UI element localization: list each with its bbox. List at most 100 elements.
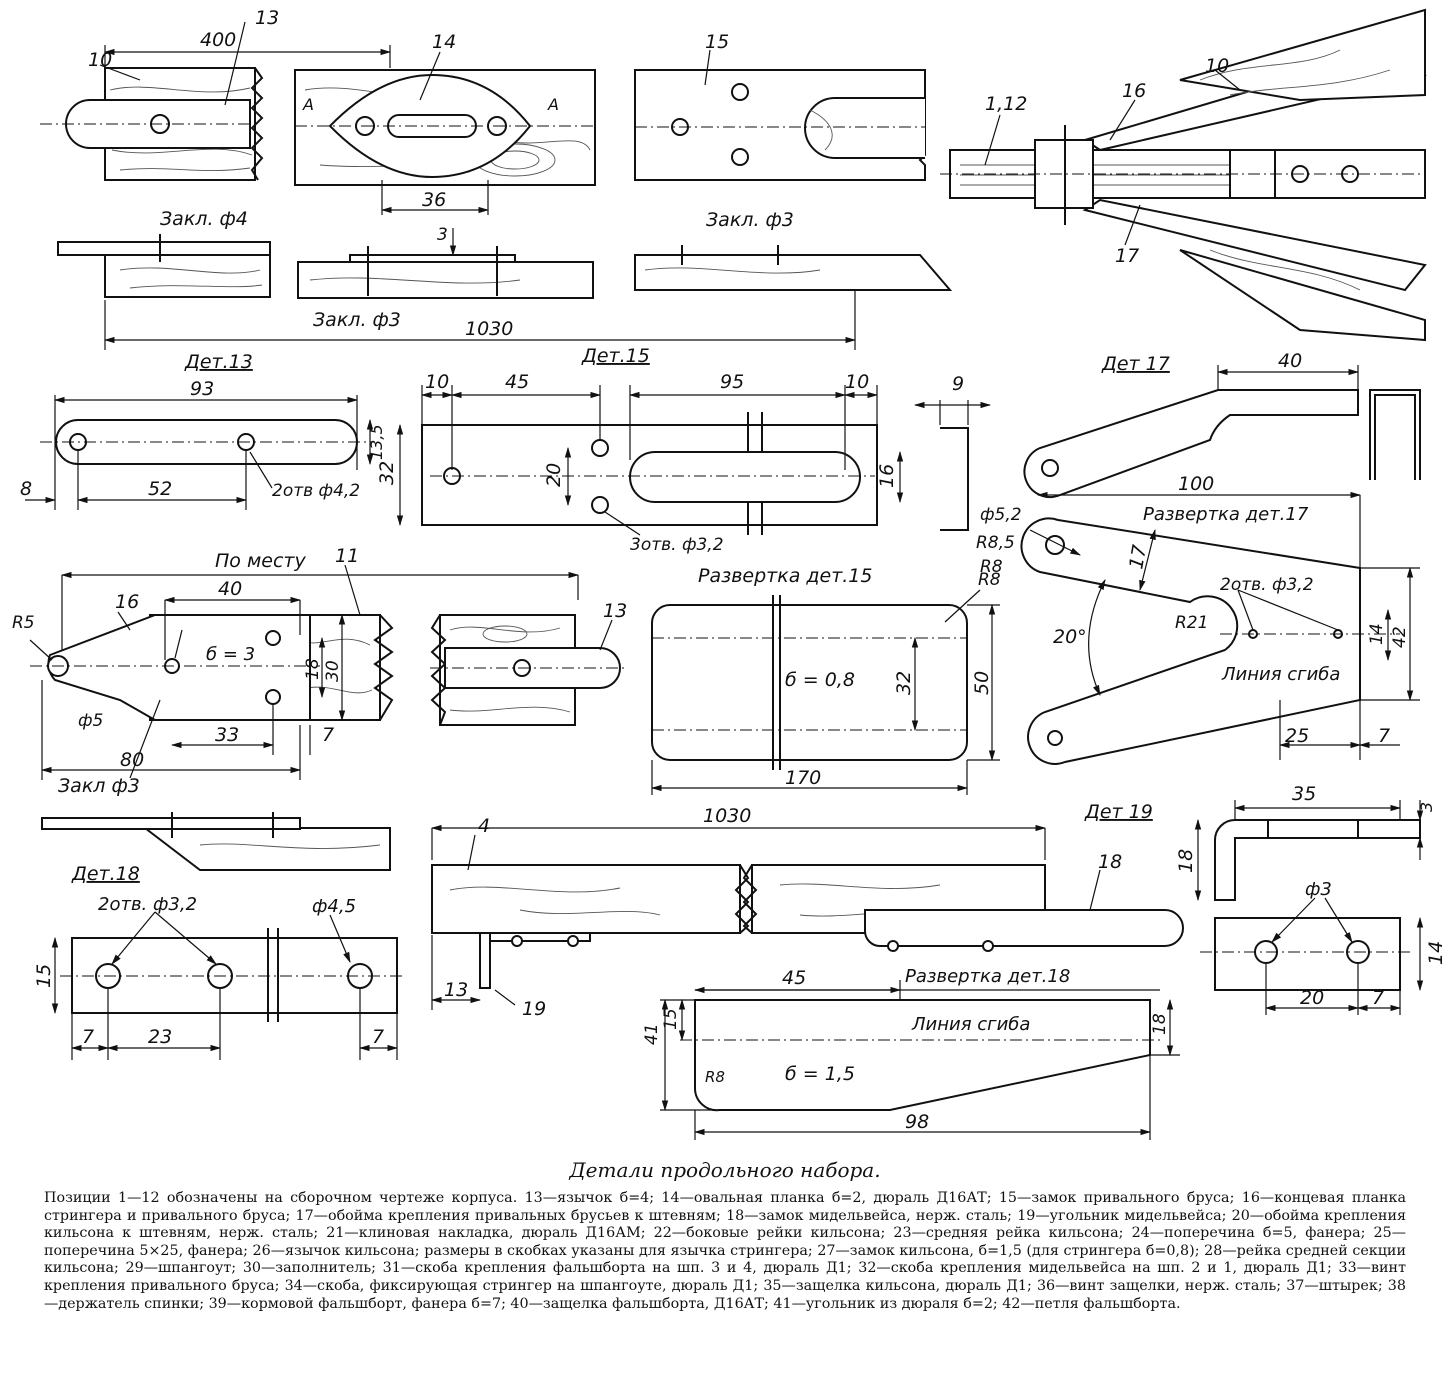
razv17-title: Развертка дет.17 xyxy=(1143,504,1309,525)
dim-13-5: 13,5 xyxy=(367,424,386,460)
dim-93: 93 xyxy=(190,378,214,400)
dim-16: 16 xyxy=(876,464,898,488)
dim-9: 9 xyxy=(952,373,964,395)
dim-52: 52 xyxy=(148,478,172,500)
dim-98: 98 xyxy=(905,1111,929,1133)
dim-40-plate16: 40 xyxy=(218,578,242,600)
zakl4-label: Закл. ф4 xyxy=(160,208,248,230)
dim-50: 50 xyxy=(971,671,993,695)
technical-drawing: 400 13 10 Закл. ф4 14 36 A A 3 Закл. xyxy=(12,7,1447,1140)
oval-plate-view xyxy=(294,51,596,215)
det13-title: Дет.13 xyxy=(184,351,253,373)
part-15-label: 15 xyxy=(705,31,729,53)
part-10-label: 10 xyxy=(88,49,112,71)
dim-32-razv15: 32 xyxy=(893,671,915,695)
dim-45: 45 xyxy=(505,371,529,393)
r21-label: R21 xyxy=(1175,613,1208,633)
dim-41: 41 xyxy=(642,1023,662,1045)
part-10-label-b: 10 xyxy=(1205,55,1229,77)
figure-caption: Детали продольного набора. Позиции 1—12 … xyxy=(44,1158,1406,1313)
tongue-in-bar-view xyxy=(430,614,625,726)
part-13-label-b: 13 xyxy=(603,600,627,622)
dim-36: 36 xyxy=(422,189,446,211)
zakl3-label-b: Закл. ф3 xyxy=(706,209,794,231)
dim-30: 30 xyxy=(323,660,343,682)
po-mestu-label: По месту xyxy=(215,550,306,572)
dim-7-razv17: 7 xyxy=(1378,725,1390,747)
part-4-label: 4 xyxy=(478,815,490,837)
r85-label: R8,5 xyxy=(976,533,1015,553)
dim-8: 8 xyxy=(20,478,32,500)
dim-10-right: 10 xyxy=(845,371,869,393)
caption-title: Детали продольного набора. xyxy=(569,1158,881,1182)
det18-drawing xyxy=(51,911,405,1060)
dim-35: 35 xyxy=(1292,783,1316,805)
razv17-drawing xyxy=(1020,491,1420,765)
dim-45-razv18: 45 xyxy=(782,967,806,989)
razv17-holes-note: 2отв. ф3,2 xyxy=(1220,575,1314,595)
dim-17: 17 xyxy=(1125,543,1151,571)
dim-7-det19: 7 xyxy=(1372,987,1384,1009)
det13-holes-note: 2отв ф4,2 xyxy=(272,481,360,501)
dim-23: 23 xyxy=(148,1026,172,1048)
dim-7-plate16: 7 xyxy=(322,724,334,746)
det19-drawing xyxy=(1194,800,1424,1015)
det15-profile xyxy=(913,400,992,531)
dim-100: 100 xyxy=(1178,473,1214,495)
tongue-assembly-view xyxy=(40,21,392,181)
dim-20: 20 xyxy=(543,463,565,487)
d45-label: ф4,5 xyxy=(312,896,356,917)
dim-3-det19: 3 xyxy=(1417,802,1436,812)
thickness-3: б = 3 xyxy=(206,644,255,665)
r5-label: R5 xyxy=(12,613,35,633)
dim-170: 170 xyxy=(785,767,821,789)
dim-18-plate16: 18 xyxy=(303,658,323,680)
det15-holes-note: 3отв. ф3,2 xyxy=(630,535,724,555)
part-17-label: 17 xyxy=(1115,245,1139,267)
dim-14-det19: 14 xyxy=(1425,941,1447,965)
dim-7-det18-right: 7 xyxy=(372,1026,384,1048)
caption-text: Позиции 1—12 обозначены на сборочном чер… xyxy=(44,1190,1406,1312)
dim-400: 400 xyxy=(200,29,236,51)
razv15-drawing xyxy=(650,589,1000,795)
dim-15-det18: 15 xyxy=(33,964,55,988)
section-A-right: A xyxy=(547,95,559,114)
plate-16-drawing xyxy=(29,564,580,780)
part-1-12-label: 1,12 xyxy=(985,93,1027,115)
det18-title: Дет.18 xyxy=(71,863,140,885)
dim-1030-bottom: 1030 xyxy=(703,805,751,827)
stem-assembly-view xyxy=(940,8,1427,342)
dim-40-det17: 40 xyxy=(1278,350,1302,372)
part-11-label: 11 xyxy=(335,545,359,567)
det17-drawing xyxy=(1023,365,1421,498)
dim-18-razv18: 18 xyxy=(1150,1013,1170,1035)
d5-label: ф5 xyxy=(78,711,103,731)
dim-95: 95 xyxy=(720,371,744,393)
razv18-title: Развертка дет.18 xyxy=(905,966,1070,987)
dim-42: 42 xyxy=(1390,626,1410,648)
plate-16-side-view xyxy=(41,812,391,871)
det15-drawing xyxy=(396,385,904,536)
part-16-label-b: 16 xyxy=(115,591,139,613)
bend-line-label-b: Линия сгиба xyxy=(911,1014,1030,1035)
oval-plate-side-view xyxy=(297,228,594,299)
dim-20-det19: 20 xyxy=(1300,987,1324,1009)
part-14-label: 14 xyxy=(432,31,456,53)
dim-1030-top: 1030 xyxy=(465,318,513,340)
thickness-15: б = 1,5 xyxy=(785,1063,855,1085)
d52-label: ф5,2 xyxy=(980,505,1022,525)
dim-15-razv18: 15 xyxy=(661,1008,681,1030)
dim-32: 32 xyxy=(376,461,398,485)
r8-label-b: R8 xyxy=(980,557,1003,577)
lock-15-view xyxy=(634,49,926,181)
det15-title: Дет.15 xyxy=(581,345,650,367)
dim-18-det19: 18 xyxy=(1175,849,1197,873)
bend-line-label-a: Линия сгиба xyxy=(1221,664,1340,685)
dim-80: 80 xyxy=(120,749,144,771)
part-18-label: 18 xyxy=(1098,851,1122,873)
d3-label: ф3 xyxy=(1305,879,1332,900)
part-16-label-a: 16 xyxy=(1122,80,1146,102)
zakl3-label-c: Закл ф3 xyxy=(58,775,140,797)
r8-razv18: R8 xyxy=(705,1068,725,1086)
razv18-drawing xyxy=(660,980,1180,1140)
